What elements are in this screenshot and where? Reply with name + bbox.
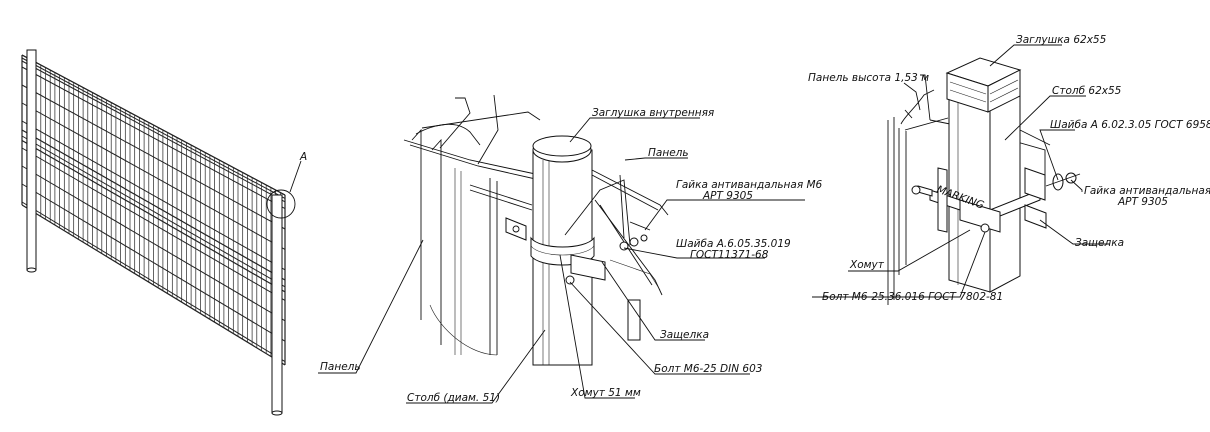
label-bolt: Болт М6-25 DIN 603	[654, 363, 762, 375]
label-nut-square-line1: Гайка антивандальная М6	[1084, 185, 1210, 197]
round-post-leaders	[318, 117, 805, 404]
label-clamp: Хомут 51 мм	[570, 387, 641, 399]
label-antivandal-nut-line2: АРТ 9305	[702, 190, 753, 202]
fence-panel-overview: A	[21, 49, 307, 416]
label-washer-square: Шайба А 6.02.3.05 ГОСТ 6958-78	[1050, 119, 1210, 131]
label-nut-square-line2: АРТ 9305	[1117, 196, 1168, 208]
round-post-detail: Заглушка внутренняя Панель Гайка антиван…	[318, 94, 823, 404]
label-cap-square: Заглушка 62х55	[1016, 34, 1107, 46]
label-post-square: Столб 62х55	[1052, 85, 1122, 97]
panel-wires-left	[403, 94, 541, 356]
label-washer-line1: Шайба А.6.05.35.019	[676, 238, 791, 250]
square-post-leaders	[812, 44, 1110, 298]
detail-callout-circle	[266, 189, 296, 219]
square-panel-wires	[887, 74, 1051, 305]
square-washer-nut	[1045, 172, 1081, 191]
square-post-detail: MARKING Заглушка 62х55 Панель высота 1,5…	[808, 34, 1210, 305]
label-latch: Защелка	[660, 329, 709, 341]
clamp-51mm	[505, 217, 606, 285]
label-panel-height: Панель высота 1,53 м	[808, 72, 929, 84]
label-panel: Панель	[648, 147, 689, 159]
square-post-cap	[945, 57, 1022, 113]
label-post-round: Столб (диам. 51)	[407, 392, 500, 404]
label-washer-line2: ГОСТ11371-68	[690, 249, 769, 261]
label-latch-square: Защелка	[1075, 237, 1124, 249]
label-inner-cap: Заглушка внутренняя	[592, 107, 714, 119]
label-clamp-square: Хомут	[849, 259, 885, 271]
right-post	[271, 194, 283, 416]
detail-callout-label: A	[299, 151, 307, 163]
label-antivandal-nut-line1: Гайка антивандальная М6	[676, 179, 823, 191]
left-post	[26, 49, 37, 273]
panel-mesh	[21, 54, 286, 366]
label-panel-left: Панель	[320, 361, 361, 373]
label-bolt-square: Болт М6-25.36.016 ГОСТ 7802-81	[822, 291, 1003, 303]
